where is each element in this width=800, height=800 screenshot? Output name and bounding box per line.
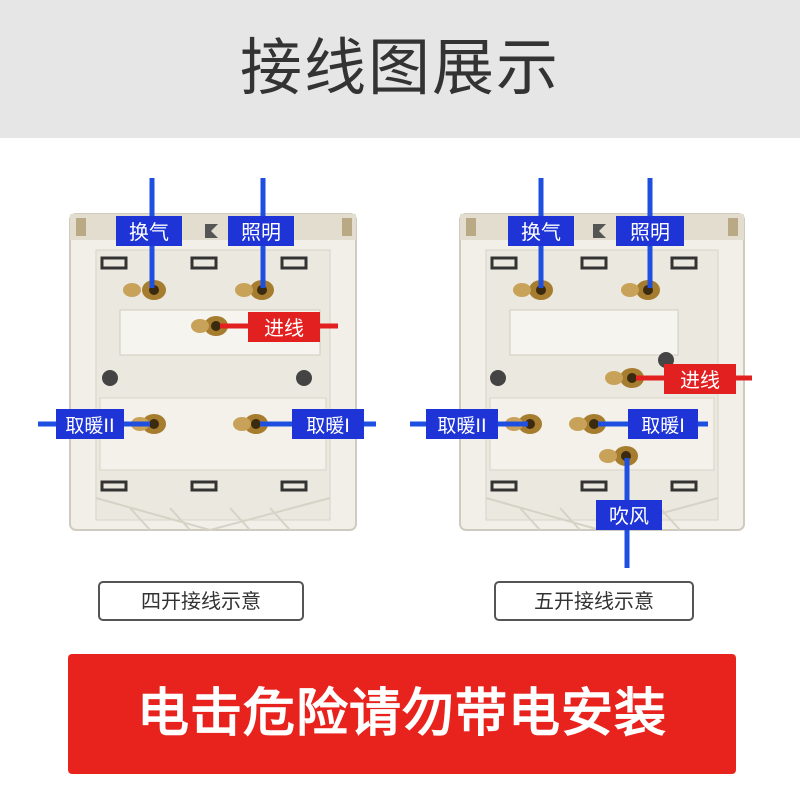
- terminal-screw: [513, 283, 531, 297]
- terminal-screw: [123, 283, 141, 297]
- label-heating-1-text: 取暖I: [641, 415, 685, 437]
- warning-banner: 电击危险请勿带电安装: [68, 654, 736, 774]
- left-label-incoming: 进线: [248, 312, 320, 342]
- label-incoming-text: 进线: [264, 316, 304, 340]
- terminal-screw: [582, 414, 606, 434]
- label-lighting-text: 照明: [241, 220, 281, 244]
- right-label-ventilation: 换气: [508, 216, 574, 246]
- right-label-incoming: 进线: [664, 364, 736, 394]
- label-ventilation-text: 换气: [129, 220, 169, 244]
- label-heating-1-text: 取暖I: [306, 415, 350, 437]
- label-blow-text: 吹风: [609, 504, 649, 528]
- left-label-ventilation: 换气: [116, 216, 182, 246]
- left-label-lighting: 照明: [228, 216, 294, 246]
- terminal-screw: [599, 449, 617, 463]
- terminal-screw: [142, 414, 166, 434]
- terminal-screw: [204, 316, 228, 336]
- label-incoming-text: 进线: [680, 368, 720, 392]
- header-banner: 接线图展示: [0, 0, 800, 138]
- mount-hole: [490, 370, 506, 386]
- mount-hole: [296, 370, 312, 386]
- left-label-heating-2: 取暖II: [56, 409, 124, 439]
- right-switch-plate: [459, 213, 745, 532]
- wiring-diagram-svg: 换气 照明 进线 取暖II 取暖I: [38, 178, 752, 568]
- terminal-screw: [569, 417, 587, 431]
- terminal-screw: [620, 368, 644, 388]
- left-switch-plate: [69, 213, 357, 532]
- label-lighting-text: 照明: [630, 220, 670, 244]
- terminal-screw: [244, 414, 268, 434]
- caption-four-switch: 四开接线示意: [98, 581, 304, 621]
- terminal-screw: [191, 319, 209, 333]
- warning-text: 电击危险请勿带电安装: [136, 684, 667, 744]
- right-label-heating-1: 取暖I: [628, 409, 698, 439]
- wiring-diagram-area: 换气 照明 进线 取暖II 取暖I: [0, 138, 800, 638]
- right-label-heating-2: 取暖II: [426, 409, 498, 439]
- terminal-screw: [621, 283, 639, 297]
- terminal-screw: [235, 283, 253, 297]
- caption-five-switch: 五开接线示意: [494, 581, 694, 621]
- label-heating-2-text: 取暖II: [437, 415, 486, 437]
- terminal-screw: [614, 446, 638, 466]
- label-ventilation-text: 换气: [521, 220, 561, 244]
- right-label-blow: 吹风: [596, 500, 662, 530]
- mount-hole: [102, 370, 118, 386]
- left-label-heating-1: 取暖I: [292, 409, 364, 439]
- terminal-screw: [605, 371, 623, 385]
- label-heating-2-text: 取暖II: [65, 415, 114, 437]
- right-label-lighting: 照明: [616, 216, 684, 246]
- page-title: 接线图展示: [239, 31, 560, 104]
- terminal-screw: [233, 417, 251, 431]
